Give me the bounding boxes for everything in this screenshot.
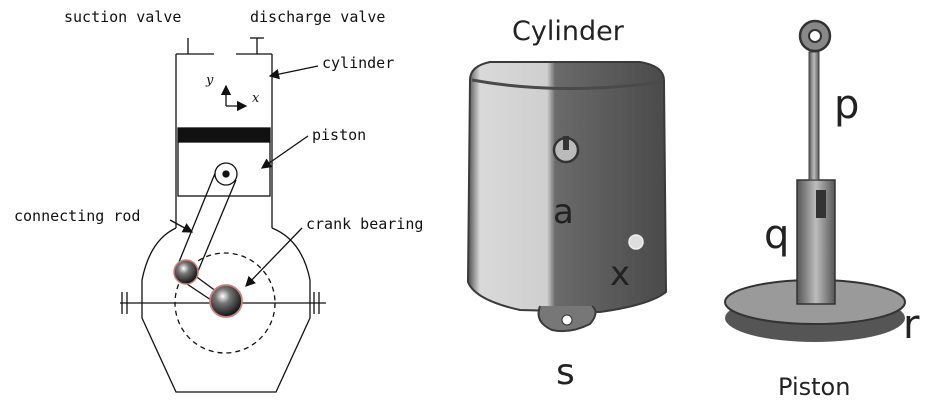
connecting-rod-label: connecting rod: [14, 207, 140, 225]
rod-bearing: [173, 259, 199, 285]
crank-bearing-leader: [245, 227, 303, 287]
suction-valve-symbol: [176, 38, 214, 55]
cylinder-label-x: x: [610, 254, 630, 294]
piston-label-p: p: [834, 82, 859, 128]
cylinder-title: Cylinder: [512, 16, 625, 47]
cylinder-hole-x: [628, 234, 644, 250]
cylinder-label-a: a: [553, 192, 574, 232]
cylinder-label-s: s: [556, 352, 575, 393]
piston-ring: [177, 127, 271, 143]
cylinder-walls: [175, 54, 273, 228]
discharge-valve-symbol: [236, 37, 272, 55]
piston-rod-slot: [816, 190, 826, 218]
piston-leader: [260, 135, 309, 169]
left-bearing-mark: [121, 292, 128, 314]
cylinder-hole-a-mark: [563, 136, 569, 150]
suction-valve-label: suction valve: [64, 8, 181, 26]
axis-glyph: [220, 84, 248, 112]
cylinder-photo: [466, 61, 668, 333]
crank-bearing-ball: [209, 284, 243, 318]
cylinder-shell: [466, 61, 668, 314]
piston-title: Piston: [778, 373, 850, 401]
cylinder-lug-hole: [561, 314, 573, 326]
crankcase: [141, 227, 311, 393]
piston-rod: [808, 51, 820, 181]
piston-label: piston: [312, 126, 366, 144]
discharge-valve-label: discharge valve: [250, 8, 385, 26]
piston-eye-hole: [808, 29, 822, 43]
wrist-pin-center: [222, 170, 230, 178]
piston-photo: [724, 19, 906, 342]
right-bearing-mark: [313, 292, 320, 314]
piston-label-r: r: [903, 302, 920, 348]
compressor-schematic: [120, 37, 326, 393]
crank-bearing-label: crank bearing: [306, 215, 423, 233]
cylinder-label: cylinder: [322, 54, 394, 72]
cylinder-leader: [268, 65, 319, 80]
connecting-rod-leader: [169, 219, 194, 233]
axis-y-label: y: [205, 73, 214, 88]
cylinder-rim: [471, 78, 663, 90]
crank-circle: [174, 252, 276, 354]
piston-label-q: q: [764, 212, 789, 258]
axis-x-label: x: [252, 91, 260, 106]
